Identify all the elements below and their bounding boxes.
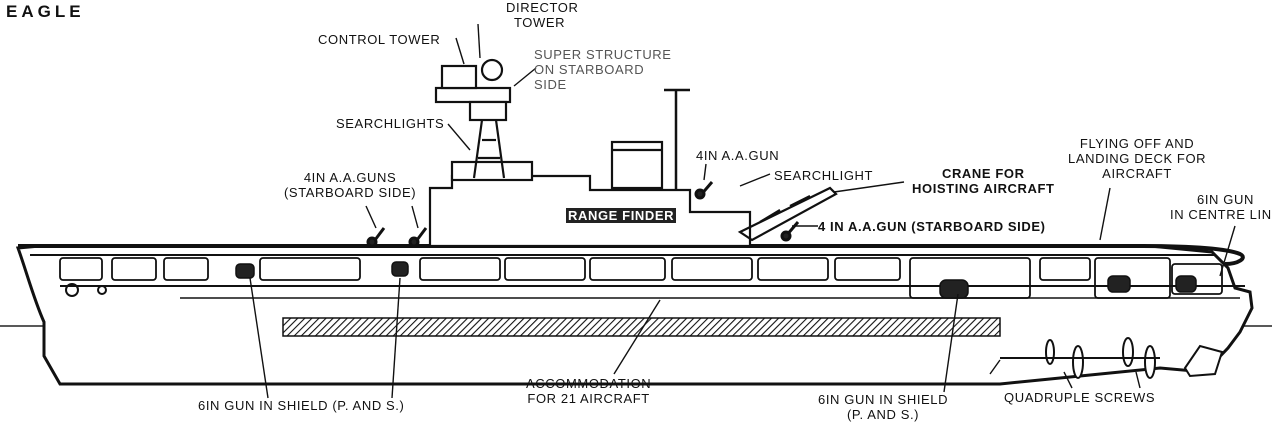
label-crane: CRANE FOR HOISTING AIRCRAFT	[912, 166, 1055, 196]
label-director-tower: DIRECTOR TOWER	[506, 0, 579, 30]
label-control-tower: CONTROL TOWER	[318, 32, 441, 47]
label-range-finder: RANGE FINDER	[566, 208, 677, 223]
aa-guns	[366, 181, 800, 248]
label-6in-gun-centre-line: 6IN GUN IN CENTRE LINE	[1170, 192, 1272, 222]
hangar-compartments	[59, 257, 1223, 299]
leader-lines	[249, 23, 1236, 399]
hangar-bar	[282, 317, 1001, 337]
gun-shields	[235, 261, 1197, 299]
label-aa-gun-4in: 4IN A.A.GUN	[696, 148, 780, 163]
label-superstructure: SUPER STRUCTURE ON STARBOARD SIDE	[534, 47, 672, 92]
screws	[1000, 337, 1224, 379]
label-aa-gun-starboard: 4 IN A.A.GUN (STARBOARD SIDE)	[818, 219, 1046, 234]
label-aa-guns-4in: 4IN A.A.GUNS (STARBOARD SIDE)	[284, 170, 417, 200]
label-flying-deck: FLYING OFF AND LANDING DECK FOR AIRCRAFT	[1068, 136, 1207, 181]
label-searchlights: SEARCHLIGHTS	[336, 116, 445, 131]
hull-outline	[15, 244, 1254, 386]
label-6in-gun-shield-right: 6IN GUN IN SHIELD (P. AND S.)	[818, 392, 949, 422]
diagram-title: EAGLE	[6, 2, 85, 21]
label-6in-gun-shield-left: 6IN GUN IN SHIELD (P. AND S.)	[198, 398, 405, 413]
flight-deck	[18, 244, 1245, 266]
crane	[737, 186, 838, 242]
label-quadruple-screws: QUADRUPLE SCREWS	[1004, 390, 1156, 405]
label-accommodation: ACCOMMODATION FOR 21 AIRCRAFT	[526, 376, 652, 406]
label-searchlight: SEARCHLIGHT	[774, 168, 874, 183]
